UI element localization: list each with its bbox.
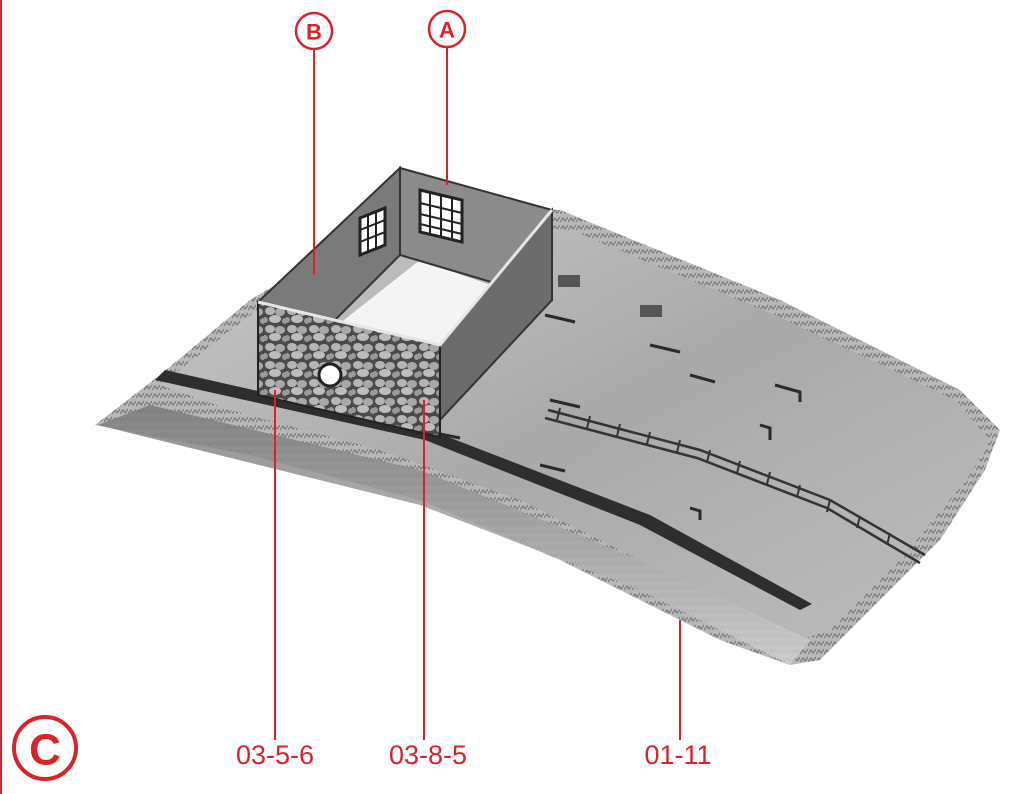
- base-plate-front-rim: [98, 405, 810, 665]
- callout-a-label: A: [439, 18, 455, 43]
- round-window: [317, 362, 343, 388]
- rail-ties: [556, 407, 891, 546]
- part-number-01-11: 01-11: [644, 740, 711, 770]
- building-walls: [257, 165, 554, 439]
- left-margin-rule: [0, 0, 2, 794]
- step-label-text: C: [29, 726, 61, 775]
- part-number-03-8-5: 03-8-5: [389, 740, 467, 770]
- window-a: [418, 188, 464, 244]
- window-b: [358, 205, 387, 258]
- step-label: C: [12, 715, 78, 781]
- callout-b-label: B: [306, 20, 322, 45]
- rail-track: [544, 408, 926, 565]
- plate-peg-1: [558, 275, 580, 287]
- part-number-03-5-6: 03-5-6: [236, 740, 314, 770]
- base-plate-groove: [155, 370, 812, 610]
- callout-b: B: [294, 11, 334, 51]
- plate-markers: [429, 313, 802, 520]
- callout-a: A: [427, 9, 467, 49]
- leader-lines: [274, 48, 681, 740]
- plate-peg-2: [640, 305, 662, 317]
